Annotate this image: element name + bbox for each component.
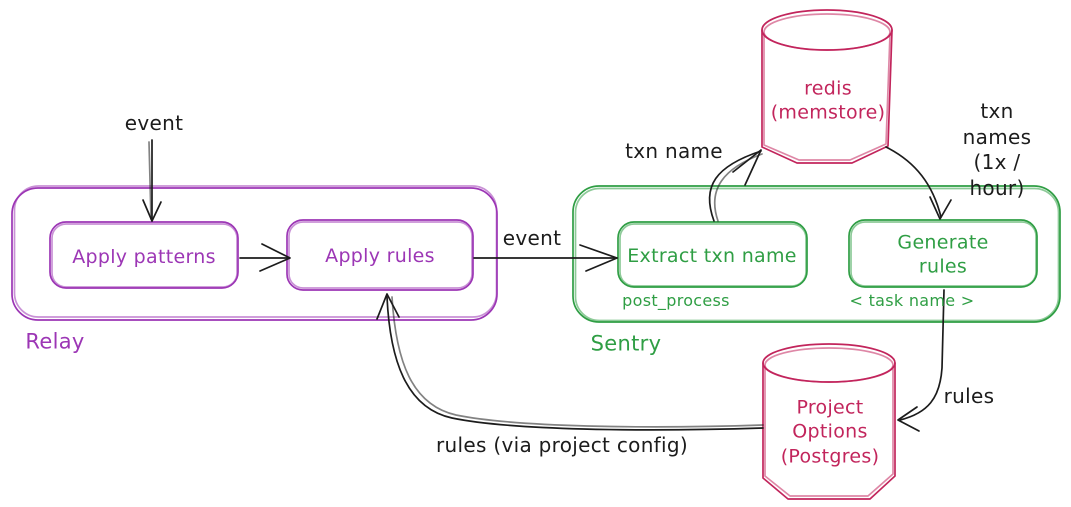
event-in-label: event (124, 111, 184, 136)
apply-patterns-box (49, 221, 239, 289)
apply-rules-box (286, 219, 474, 291)
generate-rules-label: Generate rules (897, 231, 989, 278)
relay-container-box-sketch (13, 185, 498, 318)
generate-rules-box (848, 219, 1038, 288)
txn-name-arrowhead (732, 149, 762, 186)
sentry-container-box-sketch (574, 187, 1060, 322)
extract-txn-name-box (617, 221, 808, 288)
post-process-label: post_process (622, 290, 730, 310)
rules-arrow (899, 289, 945, 421)
txn-name-label: txn name (625, 139, 723, 164)
rules-via-label: rules (via project config) (436, 433, 688, 458)
event-mid-arrowhead (579, 244, 618, 272)
sentry-container-box (572, 185, 1061, 323)
rules-arrowhead (897, 406, 920, 432)
redis-cylinder-top-sketch (763, 13, 891, 51)
project-options-cylinder-body-sketch (764, 366, 894, 497)
redis-label: redis (memstore) (770, 77, 886, 124)
generate-rules-box-sketch (850, 221, 1037, 287)
extract-txn-name-label: Extract txn name (627, 244, 797, 267)
txn-name-arrow (708, 150, 762, 222)
patterns-to-rules-arrowhead (259, 243, 291, 272)
event-in-arrow-sketch (148, 141, 152, 220)
extract-txn-name-box-sketch (619, 223, 807, 287)
task-name-label: < task name > (849, 290, 975, 310)
apply-rules-label: Apply rules (325, 244, 435, 267)
rules-via-arrow (386, 296, 764, 431)
txn-names-arrowhead (929, 196, 952, 220)
project-options-label: Project Options (Postgres) (780, 396, 880, 468)
redis-cylinder-body (761, 29, 893, 164)
redis-cylinder-body-sketch (763, 33, 891, 161)
event-mid-label: event (502, 226, 562, 251)
apply-patterns-box-sketch (51, 223, 238, 288)
rules-via-arrow-sketch (391, 296, 764, 428)
project-options-cylinder-body (762, 362, 896, 500)
rules-label: rules (943, 384, 995, 409)
event-in-arrowhead (142, 199, 162, 222)
txn-names-arrow (885, 146, 942, 218)
txn-names-label: txn names (1x / hour) (962, 98, 1032, 200)
relay-label: Relay (25, 329, 85, 354)
sentry-label: Sentry (590, 331, 662, 356)
rules-via-arrowhead (376, 293, 400, 320)
apply-patterns-label: Apply patterns (72, 245, 216, 268)
project-options-cylinder-top-sketch (764, 347, 894, 383)
apply-rules-box-sketch (288, 221, 473, 289)
